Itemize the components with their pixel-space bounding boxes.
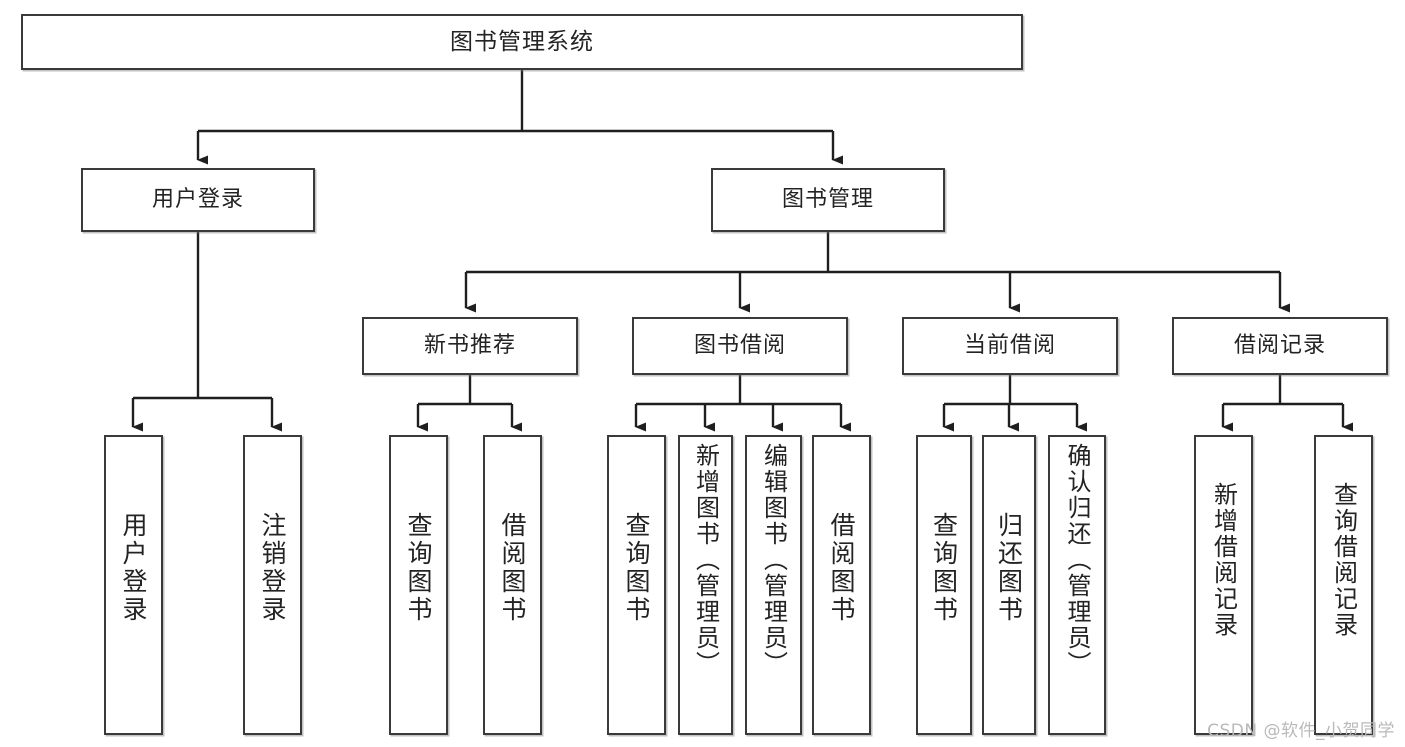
node-label: 新增借阅记录: [1209, 482, 1238, 638]
node-label: 查询图书: [929, 512, 959, 624]
node-label: 借阅记录: [1233, 333, 1326, 359]
leaf-edit-book-admin[interactable]: 编辑图书（管理员）: [745, 435, 802, 735]
node-label: 用户登录: [151, 187, 244, 213]
leaf-confirm-return-admin[interactable]: 确认归还（管理员）: [1048, 435, 1106, 735]
leaf-add-borrow-record[interactable]: 新增借阅记录: [1194, 435, 1253, 735]
leaf-borrow-book[interactable]: 借阅图书: [812, 435, 871, 735]
node-label: 图书管理系统: [450, 28, 594, 55]
node-label: 借阅图书: [498, 512, 527, 624]
leaf-query-borrow-record[interactable]: 查询借阅记录: [1314, 435, 1373, 735]
node-label: 新书推荐: [423, 333, 516, 359]
leaf-borrow-book-recommend[interactable]: 借阅图书: [483, 435, 542, 735]
node-root-system[interactable]: 图书管理系统: [21, 14, 1023, 70]
node-label: 注销登录: [258, 512, 287, 624]
leaf-return-book[interactable]: 归还图书: [982, 435, 1036, 735]
node-user-login[interactable]: 用户登录: [81, 168, 315, 232]
node-book-management[interactable]: 图书管理: [711, 168, 945, 232]
node-label: 查询图书: [404, 512, 433, 624]
csdn-watermark: CSDN @软件_小贺同学: [1207, 721, 1395, 741]
node-label: 归还图书: [994, 512, 1024, 624]
leaf-query-book-current[interactable]: 查询图书: [916, 435, 972, 735]
node-label: 用户登录: [119, 512, 148, 624]
leaf-query-book-borrow[interactable]: 查询图书: [607, 435, 666, 735]
node-label: 当前借阅: [963, 333, 1056, 359]
node-label: 查询图书: [622, 512, 651, 624]
node-label: 确认归还（管理员）: [1063, 443, 1091, 677]
leaf-logout[interactable]: 注销登录: [243, 435, 302, 735]
leaf-query-book-recommend[interactable]: 查询图书: [389, 435, 448, 735]
node-borrow-record[interactable]: 借阅记录: [1172, 317, 1388, 375]
leaf-add-book-admin[interactable]: 新增图书（管理员）: [678, 435, 733, 735]
node-label: 借阅图书: [827, 512, 856, 624]
node-label: 图书借阅: [693, 333, 786, 359]
node-label: 图书管理: [781, 187, 874, 213]
node-label: 查询借阅记录: [1329, 482, 1358, 638]
node-current-borrow[interactable]: 当前借阅: [902, 317, 1118, 375]
node-new-book-recommend[interactable]: 新书推荐: [362, 317, 578, 375]
node-label: 新增图书（管理员）: [691, 443, 720, 677]
node-book-borrow[interactable]: 图书借阅: [632, 317, 848, 375]
leaf-user-login[interactable]: 用户登录: [104, 435, 163, 735]
node-label: 编辑图书（管理员）: [759, 443, 788, 677]
